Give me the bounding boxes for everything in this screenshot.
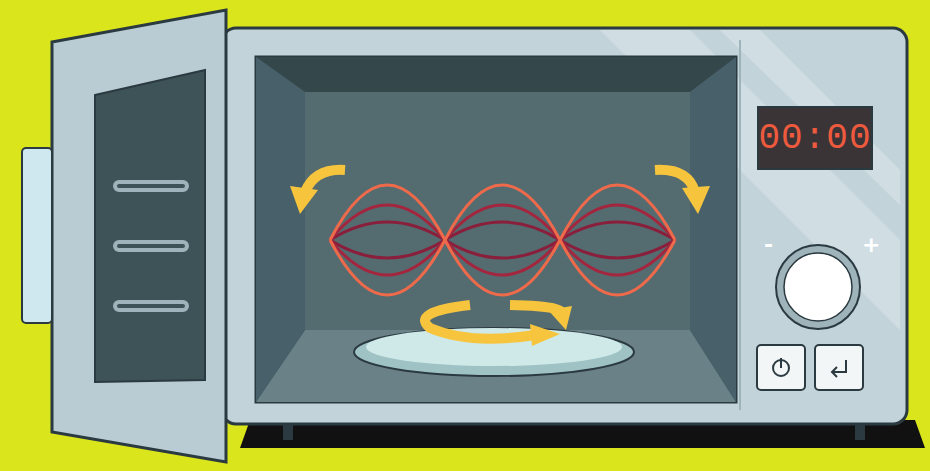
power-button [757,345,805,390]
microwave-body [222,28,907,424]
oven-cavity [256,57,736,402]
cavity-ceiling [256,57,736,92]
dial-sign: + [862,234,880,256]
wave-line [330,222,675,258]
arrow-head [548,306,572,330]
door-window [95,70,205,382]
wave-line [330,205,675,275]
wave-line [330,205,675,275]
return-button [815,345,863,390]
cavity-left-wall [256,57,305,402]
dial-knob [784,253,852,321]
dial-sign: - [764,234,773,256]
body-highlight [720,30,900,205]
cavity-right-wall [690,57,736,402]
wave-line [330,185,675,295]
open-door [52,10,226,462]
arrow-head [530,324,560,346]
wave-line [330,222,675,258]
timer-display: 00:00 [757,106,873,170]
wave-line [330,185,675,295]
door-handle [22,148,52,323]
reflect-arrow [305,170,345,192]
door-vents [115,182,187,310]
arrow-head [290,186,318,214]
panel-seam [739,40,741,410]
motion-arrows [290,170,710,346]
vent-slot [115,302,187,310]
vent-slot [115,242,187,250]
display-reading: 00:00 [758,118,871,159]
cavity-back-wall [305,92,690,330]
standing-wave [330,185,675,295]
power-icon [780,358,782,368]
arrow-head [682,186,710,214]
return-icon [832,360,846,377]
dial-ring [776,245,860,329]
vent-slot [115,182,187,190]
